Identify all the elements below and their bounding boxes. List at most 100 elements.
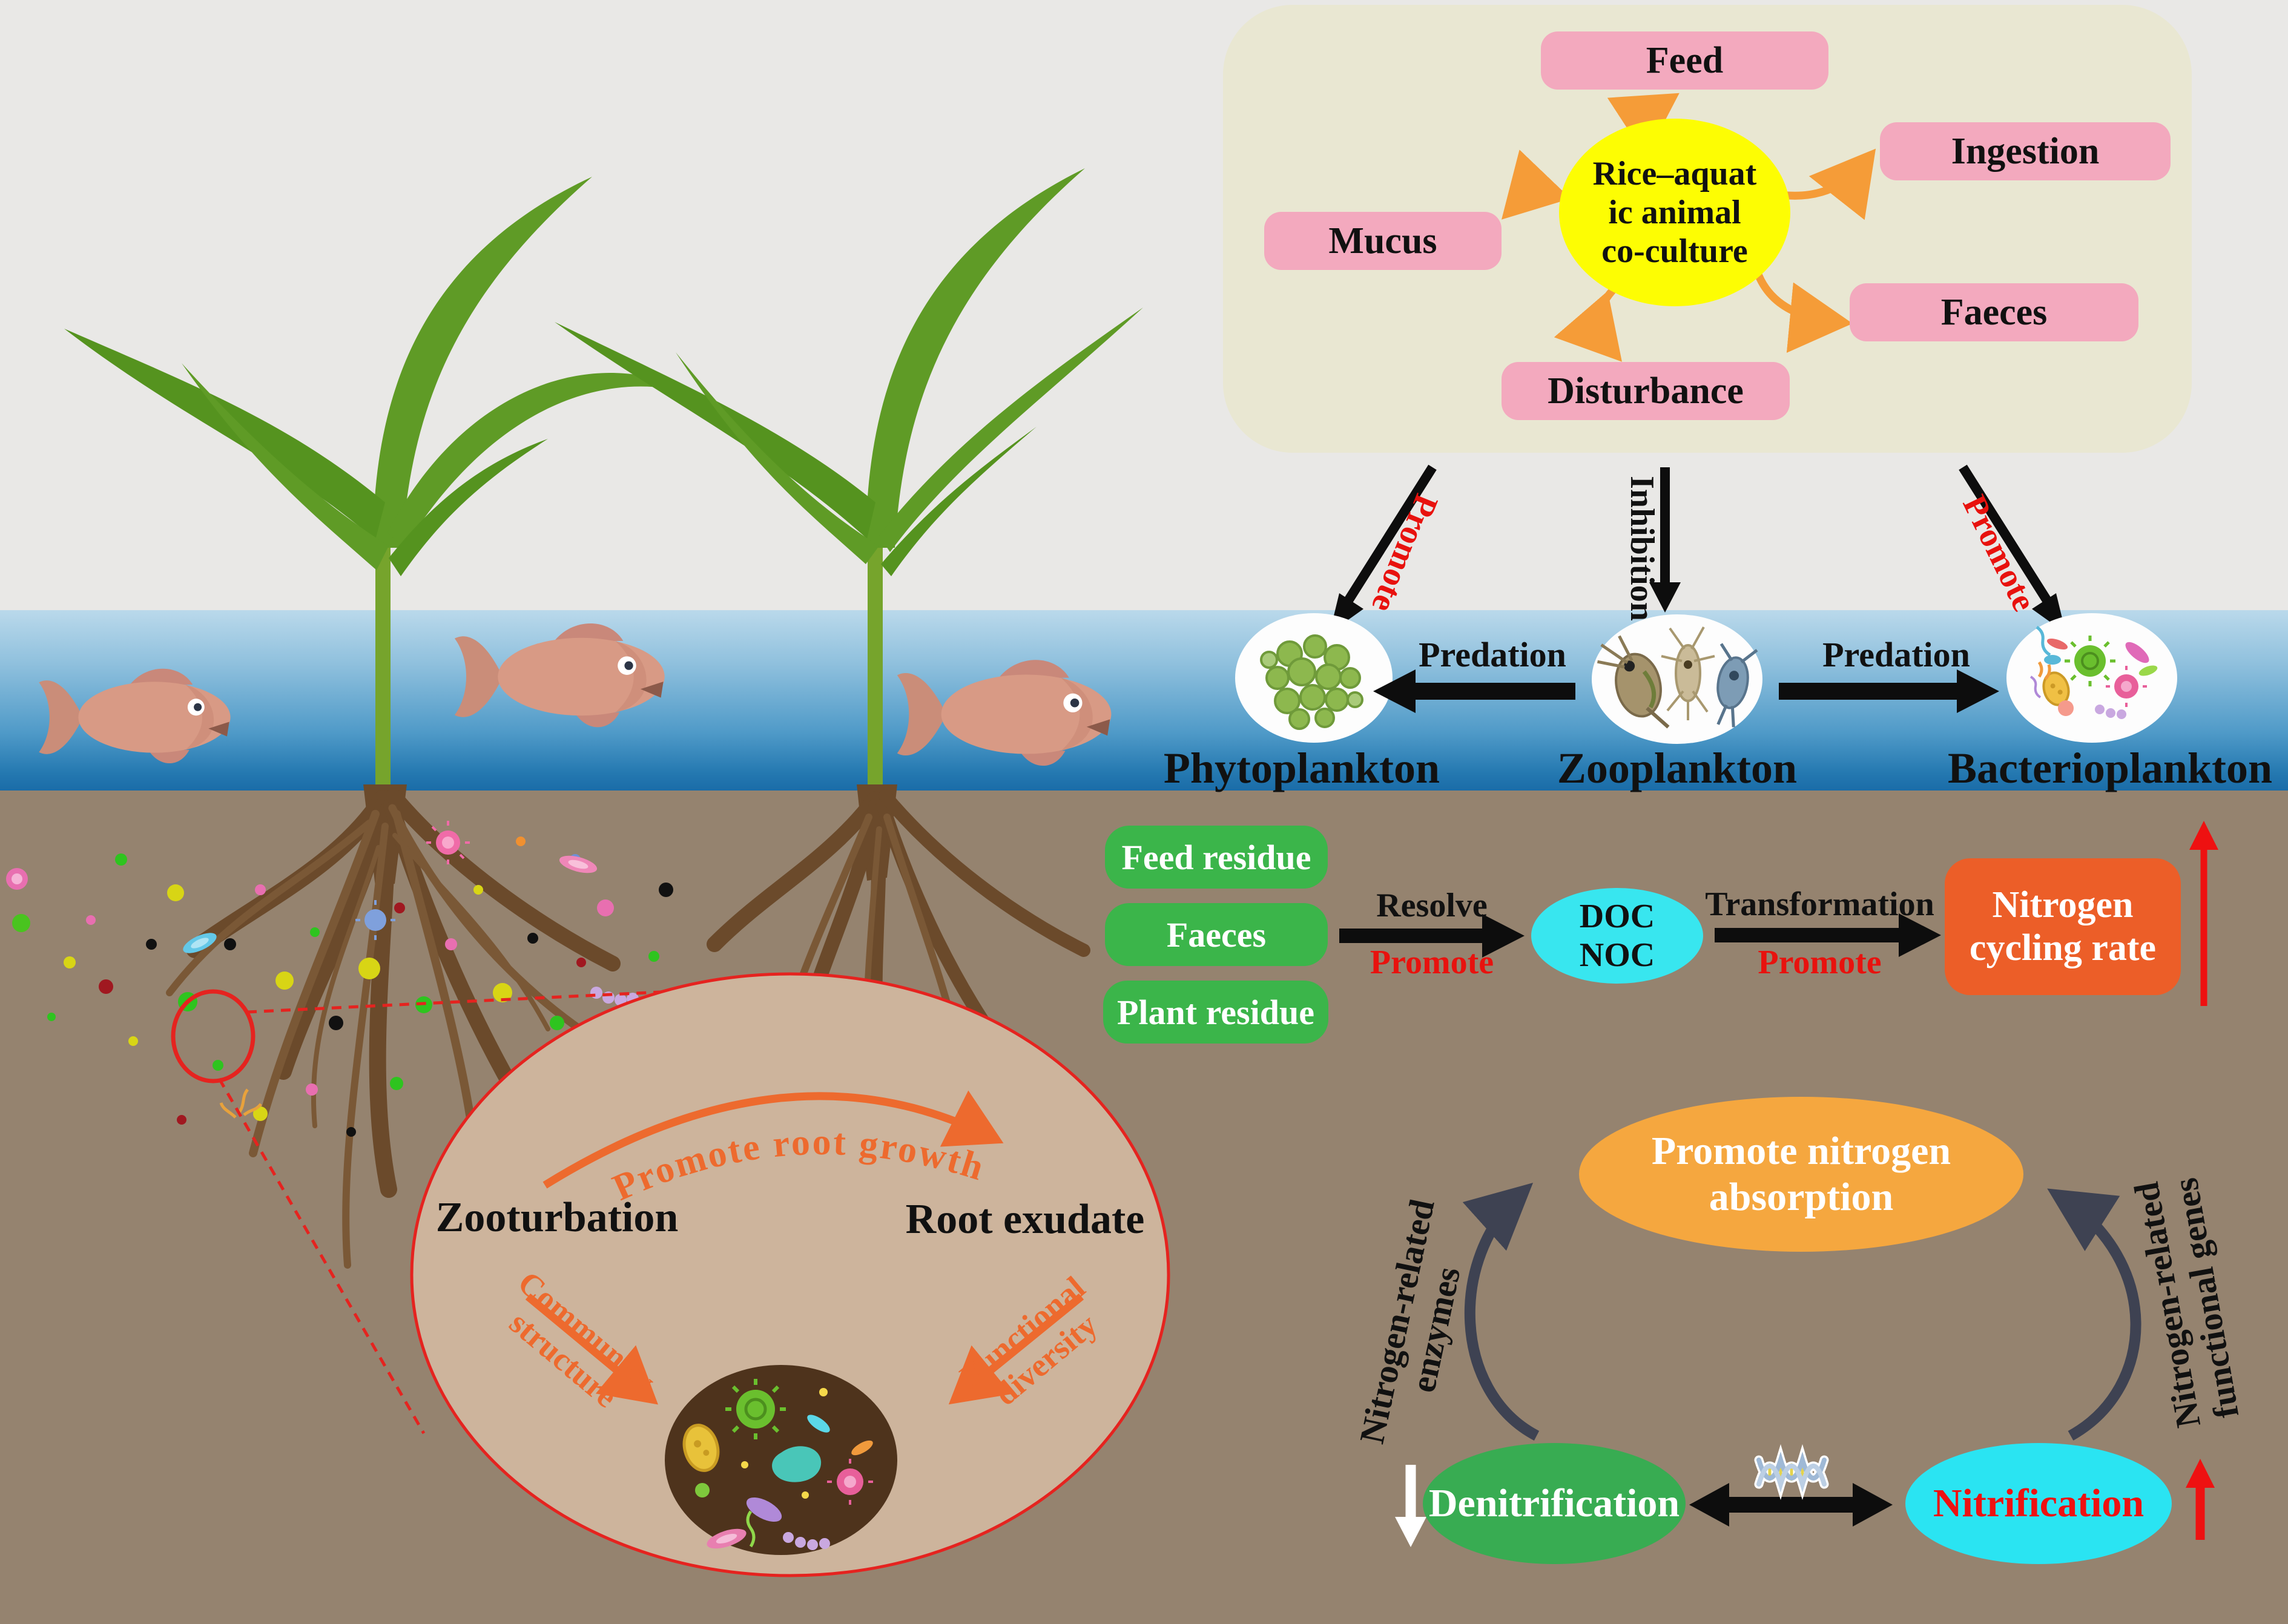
microbe-dot xyxy=(329,1016,343,1030)
hub-line: Rice–aquat xyxy=(1592,155,1757,192)
microbe-dot xyxy=(550,1016,564,1030)
promote-label-2: Promote xyxy=(1758,943,1882,981)
soil-microbiome-circle xyxy=(665,1365,897,1555)
promote-root-growth-arrow xyxy=(542,1090,1004,1189)
doc-noc-node: DOC NOC xyxy=(1531,888,1703,984)
microbe-dot xyxy=(358,958,380,979)
dna-helix-icon xyxy=(1754,1444,1829,1501)
nitrogen-cycling-rate-box: Nitrogen cycling rate xyxy=(1945,858,2181,995)
nitrification-label: Nitrification xyxy=(1933,1481,2145,1525)
microbe-dot xyxy=(128,1036,138,1046)
zooturbation-label: Zooturbation xyxy=(435,1194,679,1241)
node-ingestion: Ingestion xyxy=(1880,122,2171,180)
node-faeces-label: Faeces xyxy=(1940,291,2048,333)
zoom-dashed-line-bottom xyxy=(217,1077,426,1435)
fish-icon xyxy=(897,660,1112,766)
zooplankton-circle xyxy=(1592,614,1762,744)
faeces-label: Faeces xyxy=(1166,915,1267,955)
microbe-icons xyxy=(47,837,673,1137)
plant-residue-box: Plant residue xyxy=(1103,981,1328,1044)
algae-cells-icon xyxy=(1260,634,1363,730)
microbe-dot xyxy=(275,971,294,990)
node-mucus-label: Mucus xyxy=(1328,220,1437,261)
denitrification-label: Denitrification xyxy=(1428,1481,1680,1525)
hub-line: co-culture xyxy=(1601,232,1748,270)
root-exudate-label: Root exudate xyxy=(905,1195,1145,1243)
bacterioplankton-circle xyxy=(2006,613,2177,743)
doc-line: DOC xyxy=(1579,898,1655,935)
microbe-dot xyxy=(255,884,266,895)
microbe-icons-special xyxy=(6,821,639,1119)
coculture-hub: Rice–aquat ic animal co-culture xyxy=(1559,119,1790,306)
rice-plant-left xyxy=(64,177,697,799)
enzymes-cycle-arrow xyxy=(1462,1182,1540,1441)
microbe-dot xyxy=(99,979,113,994)
bacteria-icons xyxy=(2029,625,2158,719)
feed-residue-box: Feed residue xyxy=(1105,826,1328,889)
microbe-dot xyxy=(115,853,127,866)
genes-cycle-arrow xyxy=(2047,1188,2141,1441)
microbe-dot xyxy=(306,1083,318,1096)
microbe-dot xyxy=(253,1106,268,1121)
microbe-dot xyxy=(473,885,483,895)
microbe-dot xyxy=(659,883,673,897)
zooplankton-label: Zooplankton xyxy=(1557,743,1798,792)
promote-nitrogen-absorption-node: Promote nitrogen absorption xyxy=(1579,1097,2023,1252)
microbe-dot xyxy=(224,938,236,950)
node-disturbance: Disturbance xyxy=(1502,362,1790,420)
promote-label-1: Promote xyxy=(1370,943,1494,981)
microbe-dot xyxy=(177,1115,186,1125)
microbe-dot xyxy=(310,927,320,937)
rice-plant-right xyxy=(555,168,1143,799)
predation-label-right: Predation xyxy=(1822,634,1970,674)
denitrification-down-arrow xyxy=(1395,1465,1426,1547)
microbe-dot xyxy=(597,899,614,916)
bacterioplankton-label: Bacterioplankton xyxy=(1947,743,2273,792)
root-system-left xyxy=(166,784,647,1269)
residue-flow-arrows xyxy=(1339,913,1941,958)
node-mucus: Mucus xyxy=(1264,212,1502,270)
microbe-dot xyxy=(213,1060,223,1071)
phytoplankton-circle xyxy=(1235,613,1393,743)
plant-residue-label: Plant residue xyxy=(1117,992,1314,1032)
fish-icon xyxy=(39,668,231,764)
predation-label-left: Predation xyxy=(1419,634,1566,674)
nitrogen-line: Nitrogen xyxy=(1992,884,2134,925)
microbe-dot xyxy=(390,1077,403,1090)
nitrogen-rate-up-arrow xyxy=(2189,821,2218,1006)
microbe-dot xyxy=(394,902,405,913)
microbe-dot xyxy=(493,983,512,1002)
hub-line: ic animal xyxy=(1608,194,1741,231)
denitrification-nitrification-arrow xyxy=(1689,1483,1893,1527)
microbe-dot xyxy=(516,837,526,846)
phytoplankton-label: Phytoplankton xyxy=(1163,743,1440,792)
resolve-label: Resolve xyxy=(1376,886,1488,924)
faeces-box: Faeces xyxy=(1105,903,1328,966)
microbe-dot xyxy=(146,939,157,950)
copepod-icons xyxy=(1597,626,1758,729)
microbe-dot xyxy=(527,933,538,944)
fish-icon xyxy=(454,623,665,728)
node-ingestion-label: Ingestion xyxy=(1951,130,2100,172)
zoom-source-circle xyxy=(171,989,256,1083)
node-disturbance-label: Disturbance xyxy=(1548,370,1744,412)
denitrification-node: Denitrification xyxy=(1423,1443,1686,1564)
nitrification-up-arrow xyxy=(2186,1459,2215,1540)
nitrogen-line: cycling rate xyxy=(1969,927,2157,968)
predation-arrows xyxy=(1373,669,1999,713)
microbe-dot xyxy=(648,951,659,962)
community-structure-arrow xyxy=(525,1293,659,1405)
microbe-dot xyxy=(445,938,457,950)
node-feed: Feed xyxy=(1541,31,1828,90)
functional-diversity-arrow xyxy=(948,1293,1084,1405)
nitrification-node: Nitrification xyxy=(1905,1443,2172,1564)
feed-residue-label: Feed residue xyxy=(1121,837,1311,877)
noc-line: NOC xyxy=(1579,936,1655,974)
microbe-dot xyxy=(47,1013,56,1021)
node-faeces: Faeces xyxy=(1850,283,2138,341)
effect-label-inhibition: Inhibition xyxy=(1623,476,1661,621)
microbe-dot xyxy=(167,884,184,901)
microbe-dot xyxy=(64,956,76,968)
